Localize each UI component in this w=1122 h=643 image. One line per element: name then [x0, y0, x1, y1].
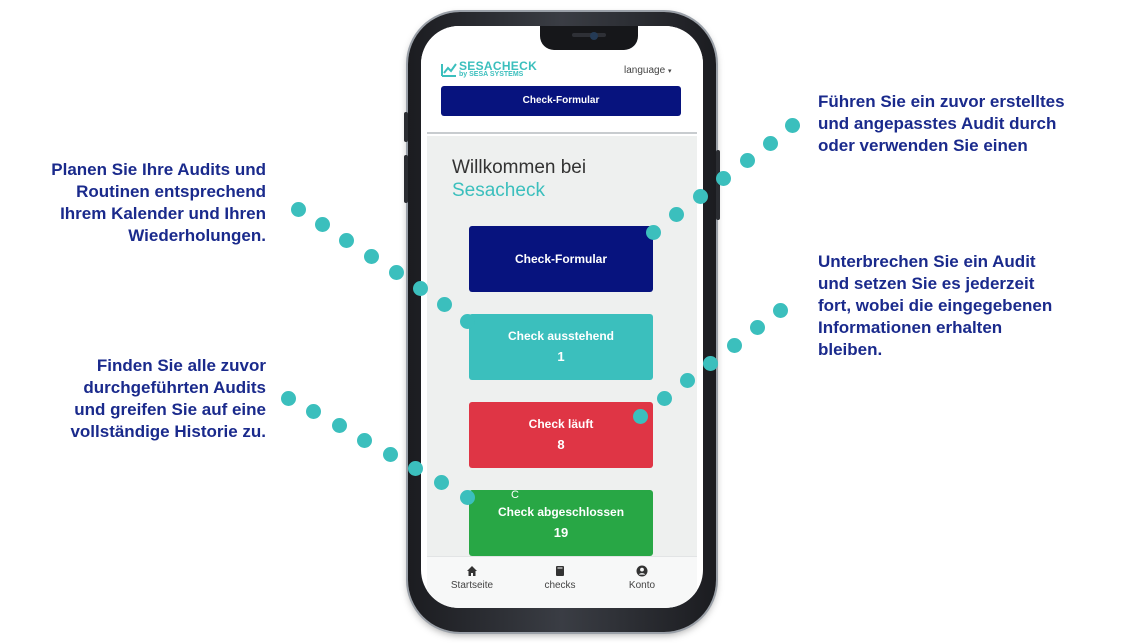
connector-dot — [306, 404, 321, 419]
bottom-navigation: Startseite checks Konto — [427, 556, 697, 608]
phone-side-button — [404, 155, 408, 203]
nav-item-account[interactable]: Konto — [607, 565, 677, 591]
connector-dot — [773, 303, 788, 318]
app-header: SESACHECK by SESA SYSTEMS language ▾ Che… — [421, 26, 703, 136]
callout-line: und greifen Sie auf eine — [74, 400, 266, 419]
check-form-button[interactable]: Check-Formular — [441, 86, 681, 116]
card-count: 19 — [553, 525, 569, 540]
nav-label: Konto — [628, 580, 656, 591]
welcome-text: Willkommen bei — [452, 157, 587, 178]
nav-item-home[interactable]: Startseite — [437, 565, 507, 591]
nav-item-checks[interactable]: checks — [525, 565, 595, 591]
callout-line: durchgeführten Audits — [83, 378, 266, 397]
card-label: Check ausstehend — [507, 329, 615, 343]
connector-dot — [460, 490, 475, 505]
welcome-heading: Willkommen bei Sesacheck — [452, 156, 586, 202]
check-running-card[interactable]: Check läuft 8 — [469, 402, 653, 468]
logo-subtitle: by SESA SYSTEMS — [459, 71, 524, 78]
phone-speaker — [572, 33, 606, 37]
nav-label: Startseite — [450, 580, 494, 591]
connector-dot — [357, 433, 372, 448]
connector-dot — [383, 447, 398, 462]
language-dropdown[interactable]: language ▾ — [624, 65, 671, 76]
nav-label: checks — [544, 580, 576, 591]
callout-line: fort, wobei die eingegebenen — [818, 296, 1053, 315]
connector-dot — [680, 373, 695, 388]
connector-dot — [291, 202, 306, 217]
connector-dot — [785, 118, 800, 133]
connector-dot — [716, 171, 731, 186]
connector-dot — [434, 475, 449, 490]
callout-line: und setzen Sie es jederzeit — [818, 274, 1035, 293]
callout-line: Ihrem Kalender und Ihren — [60, 204, 266, 223]
callout-line: Führen Sie ein zuvor erstelltes — [818, 92, 1065, 111]
connector-dot — [389, 265, 404, 280]
connector-dot — [633, 409, 648, 424]
connector-dot — [740, 153, 755, 168]
house-icon — [466, 565, 478, 577]
chart-logo-icon — [441, 63, 457, 77]
callout-line: Unterbrechen Sie ein Audit — [818, 252, 1036, 271]
check-form-card[interactable]: Check-Formular — [469, 226, 653, 292]
callout-line: oder verwenden Sie einen — [818, 136, 1028, 155]
phone-side-button — [716, 150, 720, 220]
phone-camera — [590, 32, 598, 40]
callout-pause: Unterbrechen Sie ein Audit und setzen Si… — [818, 251, 1052, 361]
callout-line: und angepasstes Audit durch — [818, 114, 1057, 133]
connector-dot — [408, 461, 423, 476]
caret-down-icon: ▾ — [667, 68, 672, 75]
connector-dot — [460, 314, 475, 329]
connector-dot — [413, 281, 428, 296]
connector-dot — [703, 356, 718, 371]
callout-line: Finden Sie alle zuvor — [96, 356, 266, 375]
connector-dot — [646, 225, 661, 240]
callout-line: Routinen entsprechend — [76, 182, 266, 201]
card-label: Check abgeschlossen — [497, 505, 625, 519]
connector-dot — [437, 297, 452, 312]
callout-line: vollständige Historie zu. — [70, 422, 266, 441]
card-label: Check läuft — [528, 417, 594, 431]
connector-dot — [364, 249, 379, 264]
callout-execute: Führen Sie ein zuvor erstelltes und ange… — [818, 91, 1065, 157]
phone-notch — [540, 26, 638, 50]
callout-line: Planen Sie Ihre Audits und — [51, 160, 266, 179]
connector-dot — [332, 418, 347, 433]
connector-dot — [281, 391, 296, 406]
language-label: language — [624, 65, 666, 76]
main-content: Willkommen bei Sesacheck Check-Formular … — [427, 136, 697, 556]
phone-screen: SESACHECK by SESA SYSTEMS language ▾ Che… — [421, 26, 703, 608]
card-count: 1 — [557, 349, 565, 364]
connector-dot — [727, 338, 742, 353]
card-count: 8 — [557, 437, 565, 452]
user-circle-icon — [636, 565, 648, 577]
callout-line: Wiederholungen. — [128, 226, 266, 245]
connector-dot — [693, 189, 708, 204]
logo-title: SESACHECK — [459, 59, 538, 73]
check-pending-card[interactable]: Check ausstehend 1 — [469, 314, 653, 380]
header-divider — [427, 132, 697, 134]
phone-side-button — [404, 112, 408, 142]
stray-character: C — [511, 489, 519, 501]
connector-dot — [669, 207, 684, 222]
callout-line: bleiben. — [818, 340, 883, 359]
connector-dot — [763, 136, 778, 151]
connector-dot — [657, 391, 672, 406]
book-icon — [554, 565, 566, 577]
card-label: Check-Formular — [514, 252, 608, 266]
connector-dot — [339, 233, 354, 248]
callout-calendar: Planen Sie Ihre Audits und Routinen ents… — [40, 159, 266, 247]
welcome-brand: Sesacheck — [452, 180, 545, 201]
connector-dot — [315, 217, 330, 232]
callout-history: Finden Sie alle zuvor durchgeführten Aud… — [40, 355, 266, 443]
callout-line: Informationen erhalten — [818, 318, 1003, 337]
connector-dot — [750, 320, 765, 335]
check-done-card[interactable]: Check abgeschlossen 19 — [469, 490, 653, 556]
